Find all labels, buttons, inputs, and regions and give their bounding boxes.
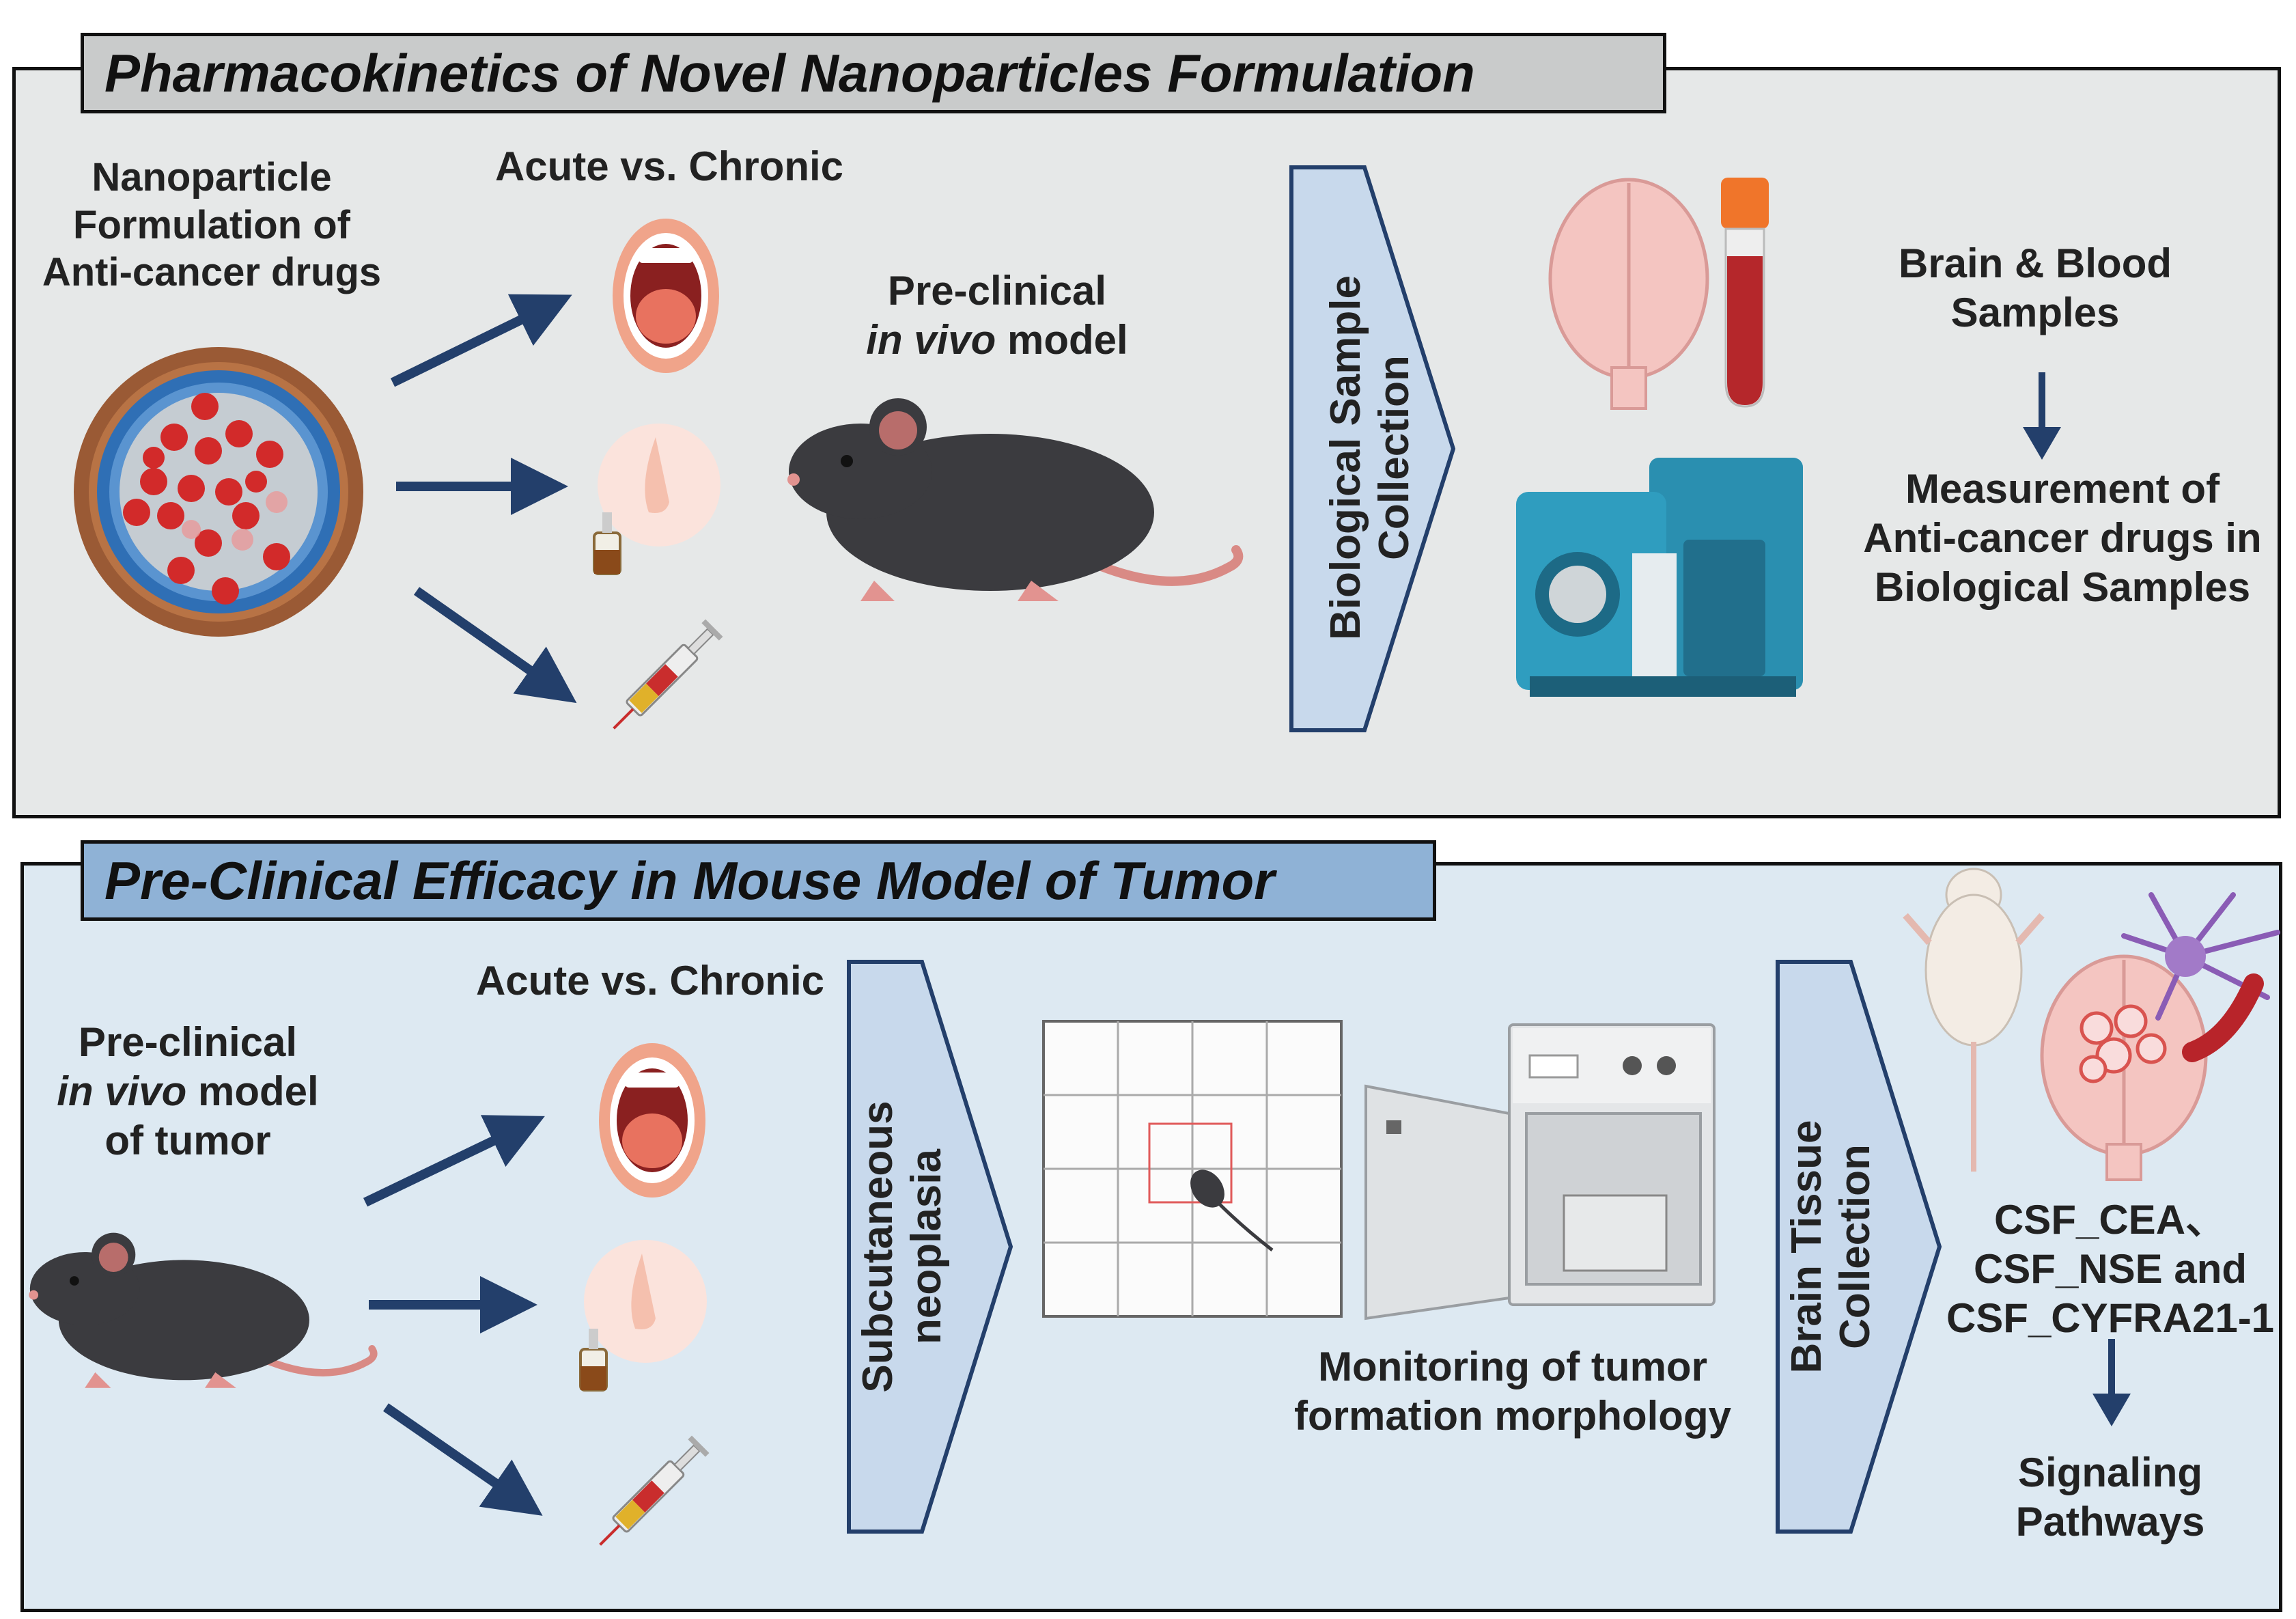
dissected-mouse-icon <box>1903 868 2045 1172</box>
mouse-illustration-top <box>787 398 1244 601</box>
brain-blood-samples-label: Brain & Blood Samples <box>1899 240 2172 335</box>
routes-label-bottom: Acute vs. Chronic <box>475 958 825 1004</box>
blood-tube-icon <box>1721 178 1769 408</box>
routes-label-top: Acute vs. Chronic <box>494 143 844 189</box>
nanoparticle-label: Nanoparticle Formulation of Anti-cancer … <box>42 155 382 295</box>
measurement-label: Measurement of Anti-cancer drugs in Biol… <box>1863 466 2262 610</box>
brain-tissue-collection-arrow <box>1776 960 1942 1534</box>
intranasal-administration-icon-bottom <box>579 1240 707 1392</box>
biological-sample-collection-arrow <box>1289 165 1456 732</box>
imaging-instrument-icon <box>1364 1023 1716 1320</box>
intranasal-administration-icon <box>593 424 720 575</box>
signaling-pathways-label: Signaling Pathways <box>2015 1450 2205 1545</box>
route-arrows-bottom <box>363 1115 545 1516</box>
subcutaneous-neoplasia-text: Subcutaneous neoplasia <box>854 1101 951 1393</box>
tumor-imaging-grid <box>1042 1020 1343 1318</box>
oral-administration-icon-bottom <box>599 1043 705 1198</box>
oral-administration-icon <box>613 219 719 373</box>
injection-administration-icon <box>613 619 723 730</box>
biological-sample-collection-text: Biological Sample Collection <box>1322 275 1418 641</box>
injection-administration-icon-bottom <box>599 1435 710 1546</box>
mouse-illustration-bottom <box>29 1232 378 1388</box>
nanoparticle-illustration <box>74 347 363 637</box>
efficacy-title: Pre-Clinical Efficacy in Mouse Model of … <box>81 840 1436 921</box>
subcutaneous-neoplasia-arrow <box>847 960 1013 1534</box>
pharmacokinetics-title: Pharmacokinetics of Novel Nanoparticles … <box>81 33 1666 113</box>
brain-icon-top <box>1548 178 1709 410</box>
down-arrow-top <box>2023 372 2061 460</box>
down-arrow-bottom <box>2092 1339 2131 1426</box>
neuron-icon <box>2121 892 2280 1062</box>
preclinical-model-label-bottom: Pre-clinical in vivo model of tumor <box>57 1019 319 1163</box>
route-arrows-top <box>390 294 577 704</box>
brain-tissue-collection-text: Brain Tissue Collection <box>1783 1120 1879 1374</box>
lc-ms-instrument-icon <box>1516 458 1803 697</box>
monitoring-label: Monitoring of tumor formation morphology <box>1294 1344 1731 1439</box>
csf-biomarkers-label: CSF_CEA、 CSF_NSE and CSF_CYFRA21-1 <box>1946 1197 2275 1341</box>
pharmacokinetics-panel <box>12 67 2281 818</box>
preclinical-model-label-top: Pre-clinical in vivo model <box>866 268 1128 363</box>
